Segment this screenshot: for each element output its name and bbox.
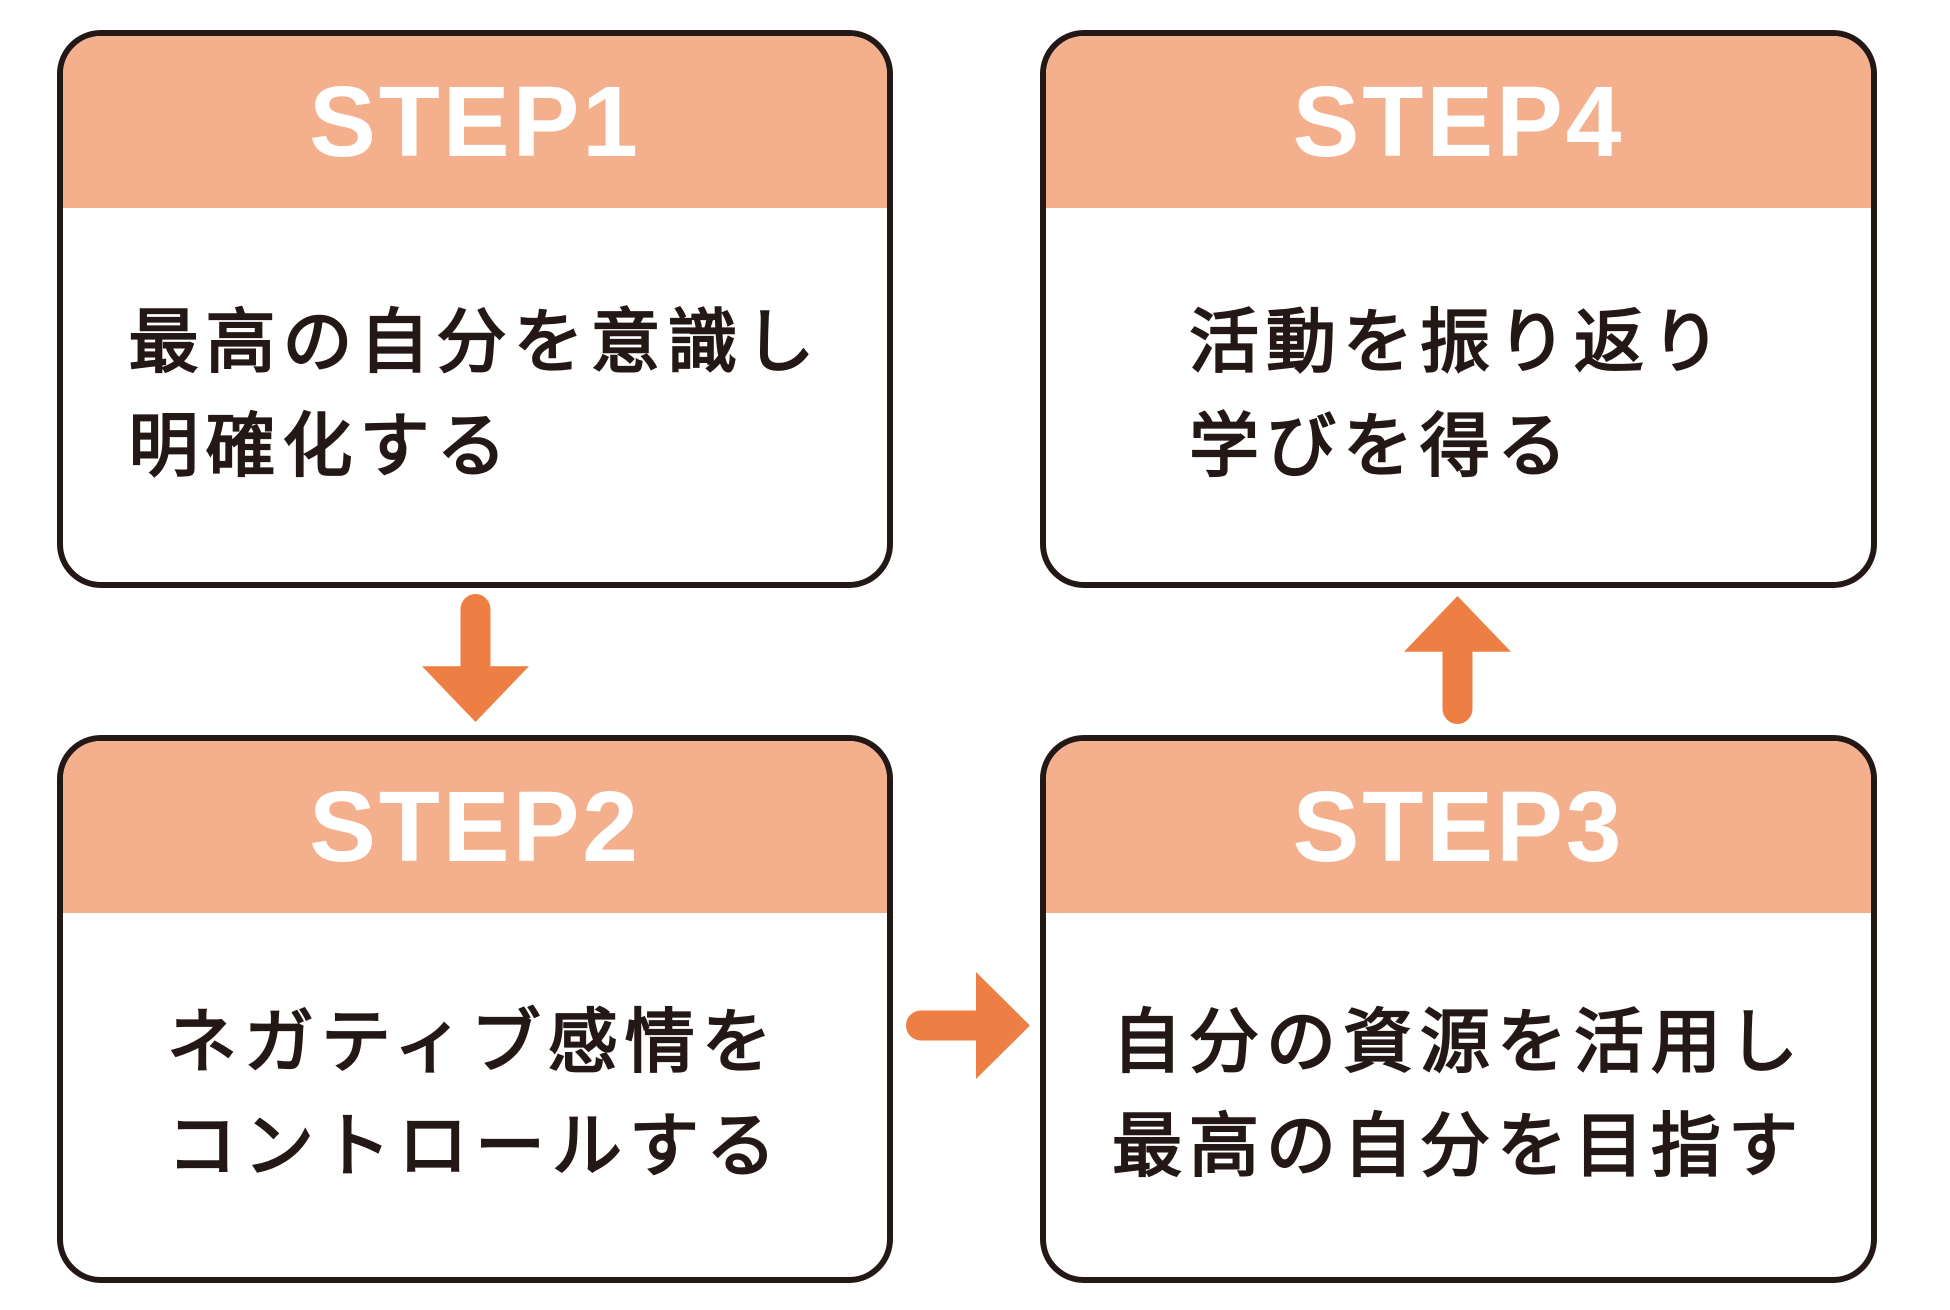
step1-box: STEP1 最高の自分を意識し 明確化する bbox=[57, 30, 893, 588]
step3-label: STEP3 bbox=[1292, 771, 1625, 883]
step2-header: STEP2 bbox=[63, 741, 887, 913]
step1-body: 最高の自分を意識し 明確化する bbox=[63, 208, 887, 582]
step2-description-line2: コントロールする bbox=[167, 1107, 783, 1185]
step1-label: STEP1 bbox=[309, 66, 641, 178]
step3-header: STEP3 bbox=[1046, 741, 1871, 913]
step4-description: 活動を振り返り 学びを得る bbox=[1189, 291, 1728, 498]
step2-description-line1: ネガティブ感情を bbox=[167, 1003, 779, 1082]
step4-header: STEP4 bbox=[1046, 36, 1871, 208]
up-arrow-icon bbox=[1404, 596, 1511, 724]
step4-box: STEP4 活動を振り返り 学びを得る bbox=[1040, 30, 1877, 588]
step3-description: 自分の資源を活用し 最高の自分を目指す bbox=[1112, 991, 1805, 1198]
step3-description-line2: 最高の自分を目指す bbox=[1112, 1107, 1805, 1185]
step3-description-line1: 自分の資源を活用し bbox=[1112, 1003, 1805, 1082]
step4-description-line1: 活動を振り返り bbox=[1189, 303, 1728, 382]
step2-label: STEP2 bbox=[309, 771, 641, 883]
step4-body: 活動を振り返り 学びを得る bbox=[1046, 208, 1871, 582]
right-arrow-icon bbox=[906, 972, 1030, 1079]
step2-description: ネガティブ感情を コントロールする bbox=[167, 991, 783, 1198]
step2-body: ネガティブ感情を コントロールする bbox=[63, 913, 887, 1277]
step4-description-line2: 学びを得る bbox=[1189, 407, 1574, 485]
step3-box: STEP3 自分の資源を活用し 最高の自分を目指す bbox=[1040, 735, 1877, 1283]
step4-label: STEP4 bbox=[1292, 66, 1625, 178]
step1-description-line2: 明確化する bbox=[128, 407, 514, 485]
step1-description-line1: 最高の自分を意識し bbox=[128, 303, 822, 382]
step3-body: 自分の資源を活用し 最高の自分を目指す bbox=[1046, 913, 1871, 1277]
step1-header: STEP1 bbox=[63, 36, 887, 208]
step2-box: STEP2 ネガティブ感情を コントロールする bbox=[57, 735, 893, 1283]
step1-description: 最高の自分を意識し 明確化する bbox=[129, 291, 822, 498]
down-arrow-icon bbox=[422, 594, 529, 722]
